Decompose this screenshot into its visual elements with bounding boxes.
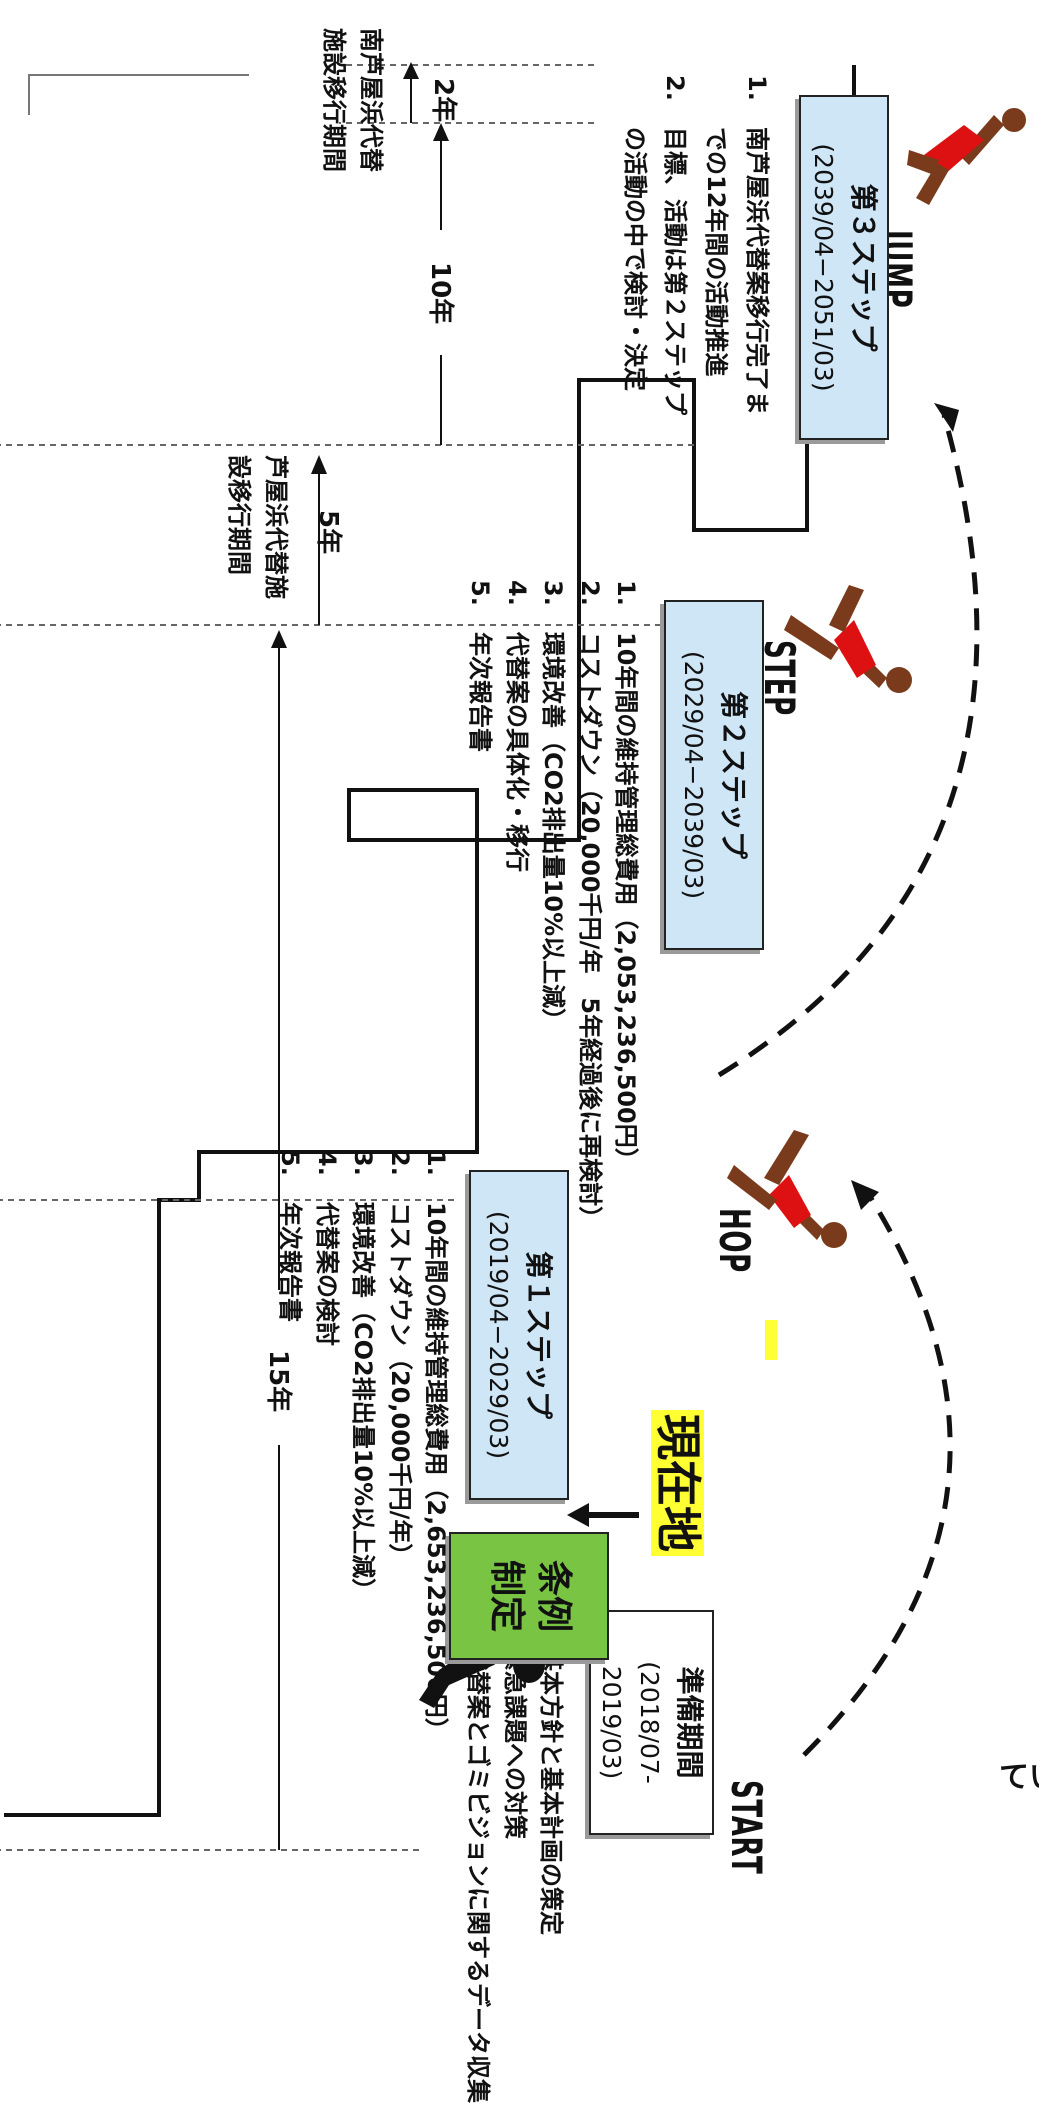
step1-item: 4.代替案の検討 [312, 1150, 341, 1346]
step-runner-icon [784, 585, 912, 693]
step2-title: 第２ステップ [716, 690, 750, 859]
step1-item: 5.年次報告書 [276, 1150, 305, 1322]
step2-item: 1.10年間の維持管理総費用（2,053,236,500円） [612, 580, 640, 1172]
ashiyahama-transition-period: 芦屋浜代替施 設移行期間 [224, 455, 290, 599]
step1-item: 3.環境改善（CO2排出量10%以上減） [349, 1150, 378, 1603]
prep-list: 1.基本方針と基本計画の策定 2.緊急課題への対策 3.代替案とゴミビジョンに関… [460, 1595, 569, 2103]
step1-item: 2.コストダウン（20,000千円/年） [385, 1150, 414, 1568]
hop-arc [802, 1193, 953, 1757]
hop-runner-icon [727, 1130, 847, 1248]
step2-item: 3.環境改善（CO2排出量10%以上減） [539, 580, 568, 1033]
step2-item: 5.年次報告書 [466, 580, 495, 752]
step1-title: 第１ステップ [521, 1250, 555, 1419]
duration-15-years: 15年 [263, 1350, 293, 1413]
step3-item: 2.目標、活動は第２ステップの活動の中で検討・決定 [620, 75, 690, 415]
hop-arc-head [851, 1180, 879, 1210]
step1-period: (2019/04−2029/03) [483, 1210, 513, 1460]
arrow-2-head [403, 62, 419, 79]
current-arrow-head [567, 1503, 589, 1527]
minami-ashiyahama-transition-period: 南芦屋浜代替 施設移行期間 [319, 28, 385, 172]
hop-label: HOP [710, 1208, 759, 1273]
step3-item: 1.南芦屋浜代替案移行完了までの12年間の活動推進 [702, 75, 771, 415]
arrow-10-head [433, 123, 449, 141]
jump-runner-icon [907, 108, 1026, 205]
prep-item: 1.基本方針と基本計画の策定 [537, 1595, 565, 1935]
arrow-15-head [271, 630, 287, 648]
step3-title: 第３ステップ [846, 183, 880, 352]
step2-list: 1.10年間の維持管理総費用（2,053,236,500円） 2.コストダウン（… [462, 580, 644, 1230]
step1-item: 1.10年間の維持管理総費用（2,653,236,500円） [422, 1150, 450, 1742]
ordinance-line-2: 制定 [486, 1559, 527, 1632]
step2-period: (2029/04−2039/03) [678, 650, 708, 900]
prep-item: 3.代替案とゴミビジョンに関するデータ収集 [464, 1595, 493, 2103]
step1-list: 1.10年間の維持管理総費用（2,653,236,500円） 2.コストダウン（… [272, 1150, 454, 1742]
step-arc-head [934, 403, 959, 432]
current-location-marker: 現在地 [651, 1410, 705, 1556]
step-arc [717, 414, 980, 1078]
step2-item: 2.コストダウン（20,000千円/年 5年経過後に再検討） [575, 580, 604, 1231]
rotated-diagram-canvas: ています。 START HOP STEP JUMP 現在地 準備期間 (2018… [0, 28, 1039, 2103]
prep-item: 2.緊急課題への対策 [500, 1595, 529, 1839]
prep-title: 準備期間 [673, 1666, 706, 1779]
arrow-5-head [311, 455, 327, 474]
step2-item: 4.代替案の具体化・移行 [502, 580, 531, 872]
duration-5-years: 5年 [313, 510, 343, 555]
step2-box: 第２ステップ (2029/04−2039/03) [664, 600, 764, 950]
step3-list: 1.南芦屋浜代替案移行完了までの12年間の活動推進 2.目標、活動は第２ステップ… [614, 75, 777, 427]
ordinance-box: 条例 制定 [449, 1532, 609, 1660]
hop-yellow-mark [765, 1320, 777, 1360]
ordinance-line-1: 条例 [532, 1559, 574, 1632]
start-label: START [722, 1780, 771, 1875]
step3-period: (2039/04−2051/03) [808, 143, 838, 392]
top-text-fragment: ています。 [999, 1760, 1039, 1795]
corner-mark [28, 74, 249, 115]
duration-2-years: 2年 [428, 78, 458, 123]
step3-box: 第３ステップ (2039/04−2051/03) [799, 95, 889, 440]
duration-10-years: 10年 [425, 262, 455, 325]
